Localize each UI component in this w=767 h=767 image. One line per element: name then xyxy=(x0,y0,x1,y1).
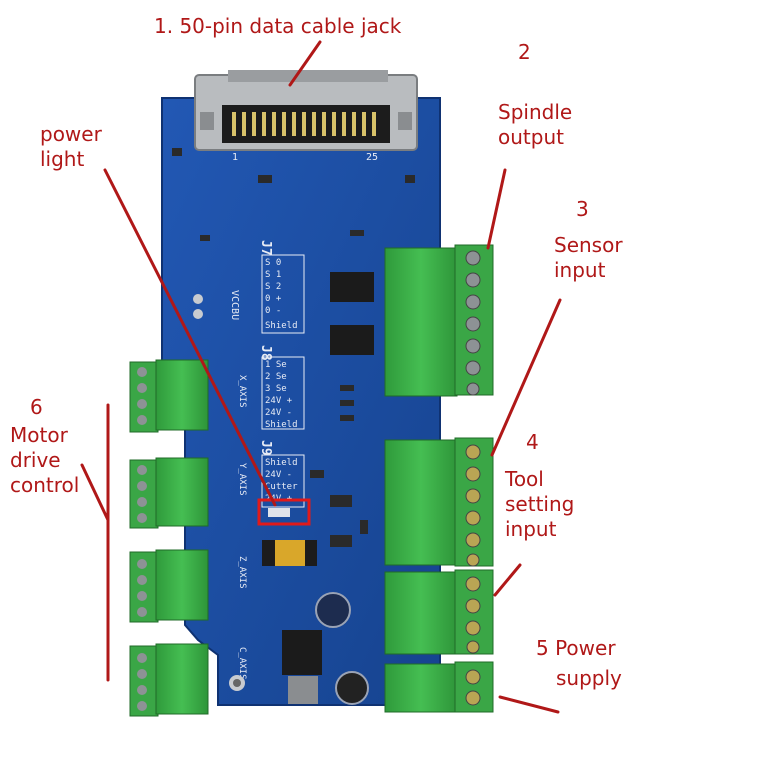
j8-row: 1 Se xyxy=(265,360,287,370)
data-cable-label: 1. 50-pin data cable jack xyxy=(154,14,402,38)
power-light-pointer xyxy=(103,168,277,507)
capacitor-smd xyxy=(262,540,317,566)
sensor-label: Sensor input xyxy=(554,233,623,282)
j7-label: J7 xyxy=(258,240,273,256)
power-supply-pointer xyxy=(498,695,560,714)
data-cable-pointer xyxy=(288,40,322,87)
j9-row: 24V - xyxy=(265,470,292,480)
small-components xyxy=(172,148,415,547)
j8-row: Shield xyxy=(265,420,298,430)
terminal-block-tool-setting xyxy=(384,437,494,567)
annotation-lines xyxy=(80,40,562,714)
data-cable-jack xyxy=(194,70,418,151)
j7-row: 0 + xyxy=(265,294,282,304)
motor-pointer xyxy=(80,463,110,522)
j8-row: 24V + xyxy=(265,396,293,406)
j9-label: J9 xyxy=(258,440,273,456)
sensor-number: 3 xyxy=(576,197,589,221)
sensor-pointer xyxy=(490,298,562,457)
terminal-block-power xyxy=(384,661,494,713)
pin-25-label: 25 xyxy=(366,152,378,163)
j8-row: 3 Se xyxy=(265,384,287,394)
j9-row: Cutter xyxy=(265,482,298,492)
tool-label: Tool setting input xyxy=(505,467,575,541)
j8-row: 2 Se xyxy=(265,372,287,382)
c-axis-label: C_AXIS xyxy=(237,647,247,680)
j7-row: S 1 xyxy=(265,270,281,280)
vccbu-label: VCCBU xyxy=(229,290,240,320)
j7-row: 0 - xyxy=(265,306,281,316)
power-light-highlight xyxy=(257,498,311,526)
pin-1-label: 1 xyxy=(232,152,238,163)
j8-pin-table: 1 Se 2 Se 3 Se 24V + 24V - Shield xyxy=(261,356,305,430)
j7-row: S 0 xyxy=(265,258,281,268)
j8-label: J8 xyxy=(258,345,273,361)
x-axis-label: X_AXIS xyxy=(237,375,247,408)
electrolytic-capacitors xyxy=(315,592,369,705)
j9-row: Shield xyxy=(265,458,298,468)
spindle-label: Spindle output xyxy=(498,100,573,149)
terminal-block-aux xyxy=(384,569,494,655)
motor-number: 6 xyxy=(30,395,43,419)
power-supply-label: supply xyxy=(556,666,622,690)
terminal-block-spindle-sensor xyxy=(384,244,494,397)
power-supply-number: 5 Power xyxy=(536,636,616,660)
z-axis-label: Z_AXIS xyxy=(237,556,247,589)
power-light-label: power light xyxy=(40,122,102,171)
j7-row: Shield xyxy=(265,321,298,331)
mounting-holes xyxy=(193,294,245,691)
j7-pin-table: S 0 S 1 S 2 0 + 0 - Shield xyxy=(261,254,305,334)
ic-chips xyxy=(282,272,374,704)
tool-pointer xyxy=(493,563,522,597)
tool-number: 4 xyxy=(526,430,539,454)
terminal-block-motor xyxy=(129,359,209,717)
j7-row: S 2 xyxy=(265,282,281,292)
spindle-number: 2 xyxy=(518,40,531,64)
y-axis-label: Y_AXIS xyxy=(237,463,247,496)
motor-label: Motor drive control xyxy=(10,423,80,497)
j8-row: 24V - xyxy=(265,408,292,418)
spindle-pointer xyxy=(486,168,507,250)
